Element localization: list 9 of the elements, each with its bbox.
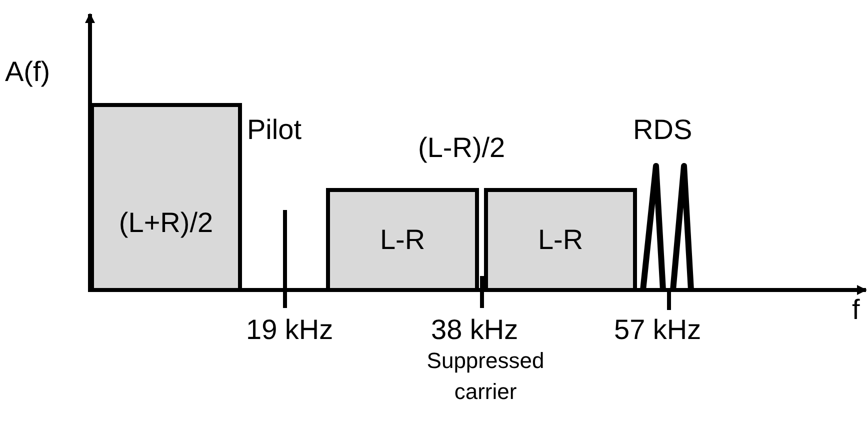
note: Suppressed carrier (426, 347, 546, 406)
frequency-label: 38 kHz (431, 316, 518, 344)
frequency-label: 19 kHz (246, 316, 334, 344)
axis-label: f (852, 296, 860, 324)
component-label: RDS (633, 116, 692, 144)
frequency-label: 57 kHz (614, 316, 702, 344)
component-label: Pilot (247, 116, 302, 144)
axis-label: A(f) (5, 58, 50, 86)
component-label: (L-R)/2 (418, 134, 506, 162)
